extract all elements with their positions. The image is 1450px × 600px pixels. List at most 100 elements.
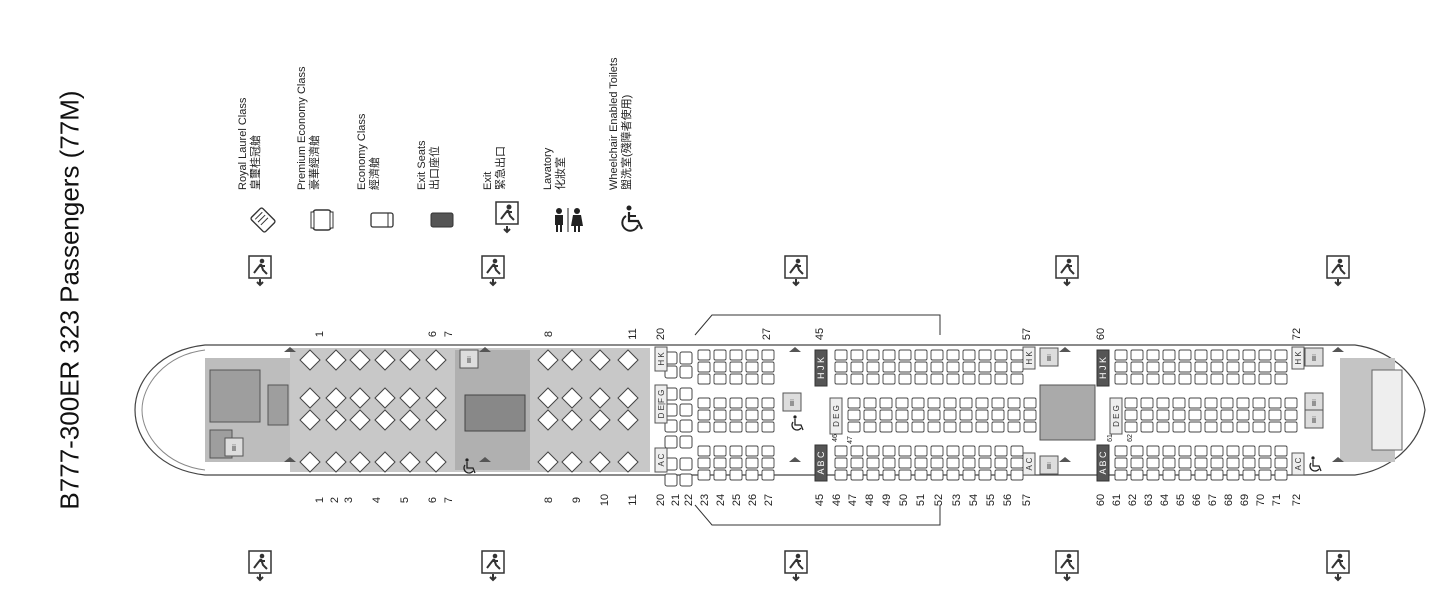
economy-seat	[745, 445, 759, 457]
row-number-bottom: 64	[1159, 494, 1171, 506]
economy-seat	[898, 349, 912, 361]
economy-seat	[1204, 421, 1218, 433]
seat-letters-ac-rear-letters: A C	[1294, 457, 1303, 470]
economy-seat	[1258, 373, 1272, 385]
row-number-bottom: 52	[933, 494, 945, 506]
economy-seat	[1130, 373, 1144, 385]
economy-seat	[1114, 445, 1128, 457]
royal-laurel-seat	[561, 387, 583, 409]
economy-seat	[1010, 445, 1024, 457]
zone-bracket-top	[694, 314, 941, 336]
economy-seat	[1210, 361, 1224, 373]
economy-seat	[1156, 409, 1170, 421]
economy-seat	[978, 457, 992, 469]
economy-seat	[930, 361, 944, 373]
economy-seat	[1274, 469, 1288, 481]
exit-icon-head	[795, 258, 801, 264]
mid-galley-block	[1039, 384, 1096, 441]
wheelchair-icon	[463, 458, 476, 474]
economy-seat	[1258, 457, 1272, 469]
economy-seat	[1114, 457, 1128, 469]
economy-seat	[1284, 421, 1298, 433]
economy-seat	[713, 469, 727, 481]
door-marker	[1059, 347, 1071, 352]
economy-seat	[911, 409, 925, 421]
royal-laurel-seat	[561, 349, 583, 371]
economy-seat	[1130, 457, 1144, 469]
seat-letters-deg-letters: D E G	[832, 405, 841, 427]
economy-seat	[1130, 469, 1144, 481]
economy-seat	[1010, 457, 1024, 469]
economy-seat	[863, 409, 877, 421]
economy-seat	[1178, 457, 1192, 469]
economy-seat	[1210, 373, 1224, 385]
exit-icon	[1326, 550, 1350, 582]
wheelchair-icon-head	[465, 458, 469, 462]
lavatory-icon	[1039, 347, 1059, 367]
royal-laurel-seat	[349, 349, 371, 371]
economy-seat	[866, 349, 880, 361]
economy-seat	[1252, 409, 1266, 421]
row-number-bottom: 71	[1271, 494, 1283, 506]
economy-seat	[930, 457, 944, 469]
economy-seat	[1007, 409, 1021, 421]
economy-seat	[994, 349, 1008, 361]
seat-letters-hk-rear-block	[1291, 346, 1305, 370]
economy-seat	[1236, 397, 1250, 409]
economy-seat	[761, 361, 775, 373]
economy-seat	[697, 421, 711, 433]
row-number-top: 6	[427, 331, 439, 337]
row-number-bottom: 53	[951, 494, 963, 506]
row-number-bottom: 25	[731, 494, 743, 506]
economy-seat	[930, 373, 944, 385]
economy-seat	[1242, 469, 1256, 481]
economy-seat	[975, 397, 989, 409]
economy-seat	[1162, 457, 1176, 469]
premium-economy-seat	[679, 457, 693, 471]
economy-seat	[745, 457, 759, 469]
royal-laurel-seat	[325, 409, 347, 431]
economy-seat	[729, 457, 743, 469]
front-cabin-box	[267, 384, 289, 426]
economy-seat	[1226, 445, 1240, 457]
economy-seat	[927, 421, 941, 433]
exit-icon	[1055, 550, 1079, 582]
row-number-bottom: 61	[1111, 494, 1123, 506]
economy-seat	[745, 469, 759, 481]
row-number-top: 57	[1021, 328, 1033, 340]
economy-seat	[1236, 421, 1250, 433]
seat-letters-ac-front-block	[654, 447, 668, 473]
exit-icon	[784, 255, 808, 287]
wheelchair-icon-body	[791, 419, 804, 431]
economy-seat	[882, 361, 896, 373]
premium-economy-seat	[679, 473, 693, 487]
economy-seat	[761, 397, 775, 409]
row-number-bottom: 10	[599, 494, 611, 506]
economy-seat	[882, 445, 896, 457]
economy-seat	[914, 457, 928, 469]
economy-seat	[975, 409, 989, 421]
royal-laurel-seat	[349, 451, 371, 473]
row-number-bottom: 63	[1143, 494, 1155, 506]
economy-seat	[1274, 445, 1288, 457]
seat-letters-deg-block	[1109, 397, 1123, 435]
exit-icon-arrow	[1334, 279, 1342, 287]
economy-seat	[729, 445, 743, 457]
economy-seat	[879, 421, 893, 433]
economy-seat	[745, 361, 759, 373]
economy-seat	[745, 349, 759, 361]
row-number-bottom: 70	[1255, 494, 1267, 506]
premium-economy-seat	[664, 365, 678, 379]
royal-laurel-seat	[425, 451, 447, 473]
row-number-bottom: 45	[814, 494, 826, 506]
seat-letters-deg-block	[829, 397, 843, 435]
royal-laurel-seat	[561, 409, 583, 431]
wheelchair-icon	[791, 415, 804, 431]
lavatory-icon-glyph: ii	[1047, 461, 1051, 471]
row-number-bottom: 54	[968, 494, 980, 506]
